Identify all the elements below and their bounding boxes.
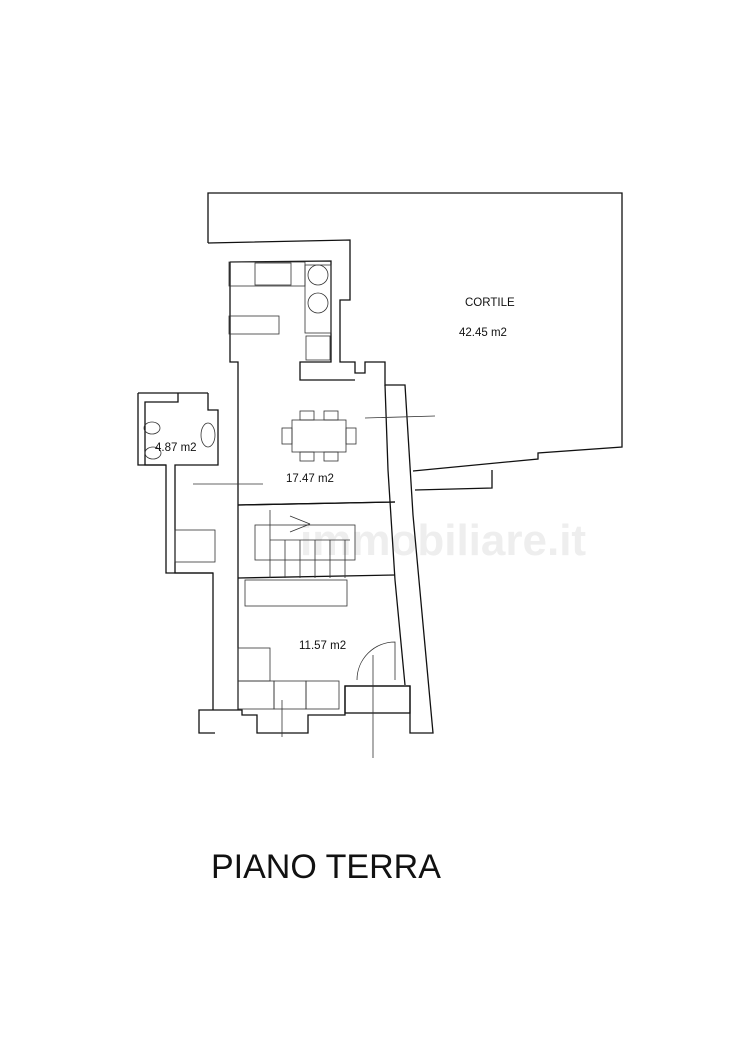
staircase	[254, 510, 356, 578]
bidet-icon	[143, 421, 161, 435]
inner-wall-left	[229, 262, 239, 710]
courtyard-step	[414, 470, 493, 491]
stair-top-wall	[237, 501, 396, 506]
room-area-cortile: 42.45 m2	[459, 327, 507, 339]
room-area-living: 11.57 m2	[299, 640, 346, 652]
sink-icon	[200, 422, 216, 448]
appliance	[305, 335, 331, 361]
kitchen-counter	[228, 261, 306, 287]
bathroom-wall	[174, 393, 219, 710]
dining-right-wall	[384, 384, 406, 686]
stove-icon	[254, 262, 292, 286]
room-area-bathroom: 4.87 m2	[155, 442, 197, 454]
courtyard-wall	[207, 192, 623, 472]
kitchen-inner	[229, 260, 355, 381]
bathroom-outer	[144, 393, 213, 574]
door-swing-icon	[356, 641, 396, 681]
window-line	[364, 415, 436, 419]
sofa	[237, 647, 340, 710]
outer-wall	[198, 239, 434, 734]
toilet-icon	[144, 446, 162, 460]
shower-tray	[174, 529, 216, 563]
watermark: immobiliare.it	[300, 516, 586, 565]
landing-block	[244, 579, 348, 607]
kitchen-sink-icon	[307, 292, 329, 314]
room-name-cortile: CORTILE	[465, 297, 515, 309]
stair-bottom-wall	[237, 574, 396, 579]
fridge-icon	[307, 264, 329, 286]
bathroom-left	[137, 393, 166, 466]
entry-step	[344, 685, 411, 714]
plan-title: PIANO TERRA	[211, 848, 441, 886]
dining-table	[291, 419, 347, 453]
room-area-kitchen-dining: 17.47 m2	[286, 473, 334, 485]
chairs	[281, 410, 357, 462]
kitchen-island	[228, 315, 280, 335]
